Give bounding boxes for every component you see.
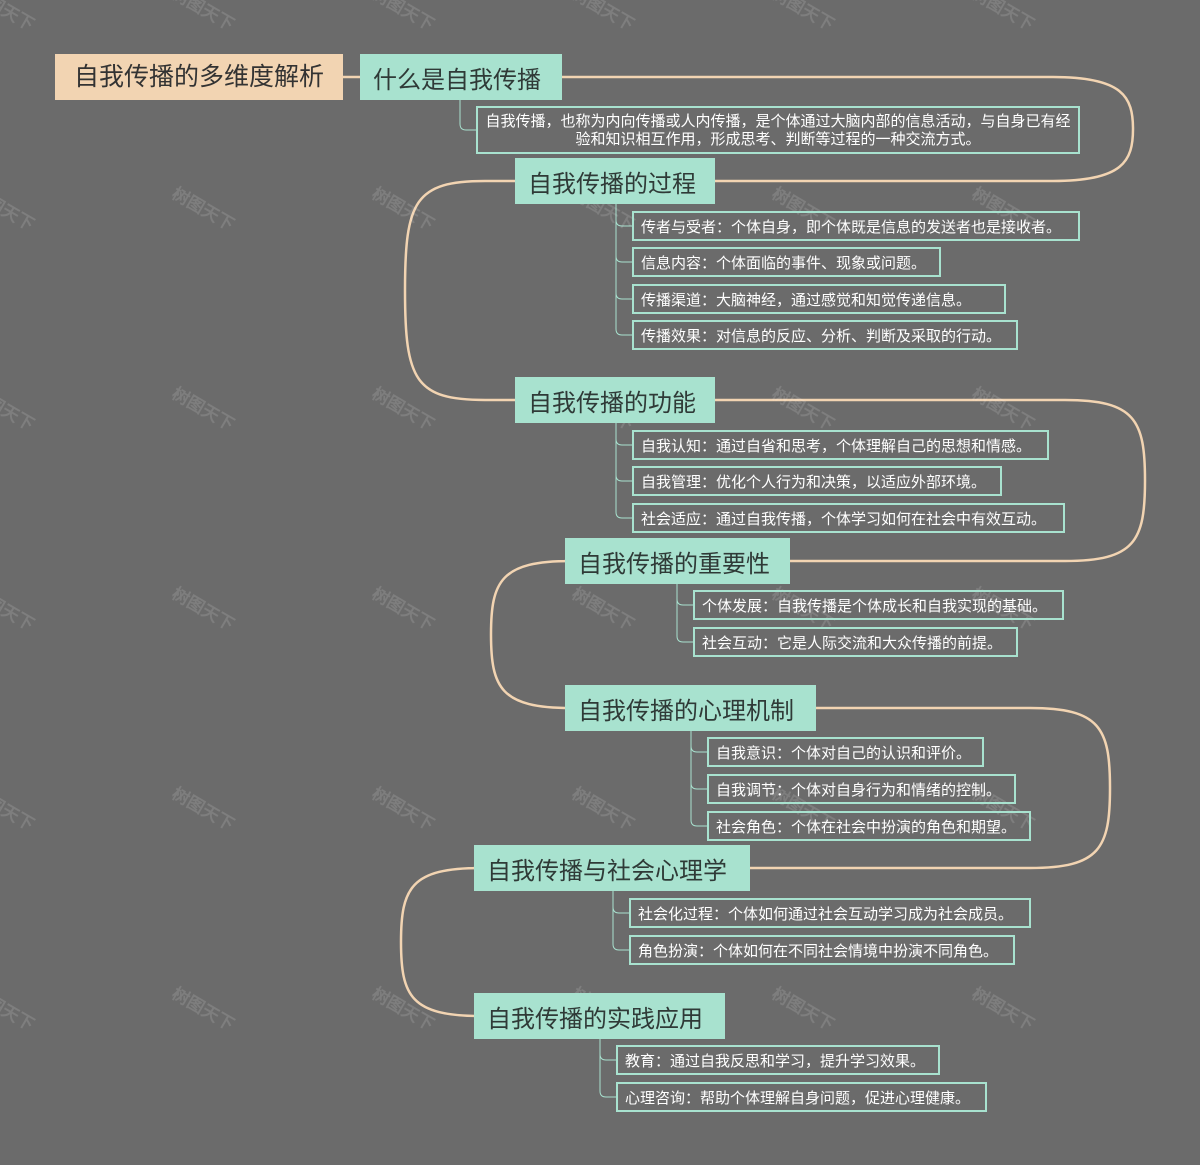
- leaf-connector: [690, 730, 708, 827]
- leaf-connector: [615, 203, 633, 300]
- topic-node[interactable]: 自我传播与社会心理学: [474, 845, 750, 891]
- topic-connector: [399, 866, 482, 1018]
- leaf-connector: [599, 1038, 617, 1098]
- leaf-node[interactable]: 传者与受者：个体自身，即个体既是信息的发送者也是接收者。: [632, 211, 1080, 241]
- leaf-connector: [459, 99, 477, 131]
- leaf-node[interactable]: 自我管理：优化个人行为和决策，以适应外部环境。: [632, 466, 1002, 496]
- topic-node[interactable]: 自我传播的过程: [515, 158, 715, 204]
- leaf-connector: [615, 203, 633, 227]
- topic-node[interactable]: 自我传播的功能: [515, 377, 715, 423]
- topic-connector: [403, 179, 517, 402]
- leaf-node[interactable]: 社会互动：它是人际交流和大众传播的前提。: [693, 627, 1018, 657]
- topic-connector: [560, 75, 1135, 183]
- leaf-connector: [612, 890, 630, 914]
- leaf-connector: [612, 890, 630, 951]
- topic-node[interactable]: 自我传播的心理机制: [565, 685, 816, 731]
- leaf-node[interactable]: 自我意识：个体对自己的认识和评价。: [707, 737, 984, 767]
- leaf-connector: [615, 203, 633, 263]
- leaf-node[interactable]: 个体发展：自我传播是个体成长和自我实现的基础。: [693, 590, 1064, 620]
- topic-node[interactable]: 自我传播的重要性: [565, 538, 790, 584]
- topic-connector: [713, 398, 1147, 563]
- leaf-node[interactable]: 角色扮演：个体如何在不同社会情境中扮演不同角色。: [629, 935, 1015, 965]
- leaf-connector: [676, 583, 694, 643]
- leaf-node[interactable]: 自我调节：个体对自身行为和情绪的控制。: [707, 774, 1016, 804]
- leaf-connector: [615, 422, 633, 482]
- topic-connector: [748, 706, 1112, 870]
- leaf-connector: [615, 422, 633, 519]
- leaf-node[interactable]: 社会适应：通过自我传播，个体学习如何在社会中有效互动。: [632, 503, 1065, 533]
- leaf-connector: [615, 422, 633, 446]
- leaf-node[interactable]: 教育：通过自我反思和学习，提升学习效果。: [616, 1045, 940, 1075]
- leaf-node[interactable]: 心理咨询：帮助个体理解自身问题，促进心理健康。: [616, 1082, 987, 1112]
- leaf-node[interactable]: 自我认知：通过自省和思考，个体理解自己的思想和情感。: [632, 430, 1049, 460]
- leaf-node[interactable]: 传播效果：对信息的反应、分析、判断及采取的行动。: [632, 320, 1018, 350]
- leaf-connector: [690, 730, 708, 790]
- leaf-node[interactable]: 信息内容：个体面临的事件、现象或问题。: [632, 247, 941, 277]
- topic-connector: [489, 559, 572, 710]
- leaf-connector: [676, 583, 694, 606]
- leaf-node[interactable]: 传播渠道：大脑神经，通过感觉和知觉传递信息。: [632, 284, 1006, 314]
- root-topic[interactable]: 自我传播的多维度解析: [55, 54, 343, 100]
- topic-node[interactable]: 什么是自我传播: [360, 54, 562, 100]
- leaf-node[interactable]: 社会化过程：个体如何通过社会互动学习成为社会成员。: [629, 898, 1031, 928]
- leaf-node[interactable]: 社会角色：个体在社会中扮演的角色和期望。: [707, 811, 1031, 841]
- leaf-node[interactable]: 自我传播，也称为内向传播或人内传播，是个体通过大脑内部的信息活动，与自身已有经验…: [476, 106, 1080, 154]
- leaf-connector: [599, 1038, 617, 1061]
- leaf-connector: [615, 203, 633, 336]
- leaf-connector: [690, 730, 708, 753]
- topic-node[interactable]: 自我传播的实践应用: [474, 993, 725, 1039]
